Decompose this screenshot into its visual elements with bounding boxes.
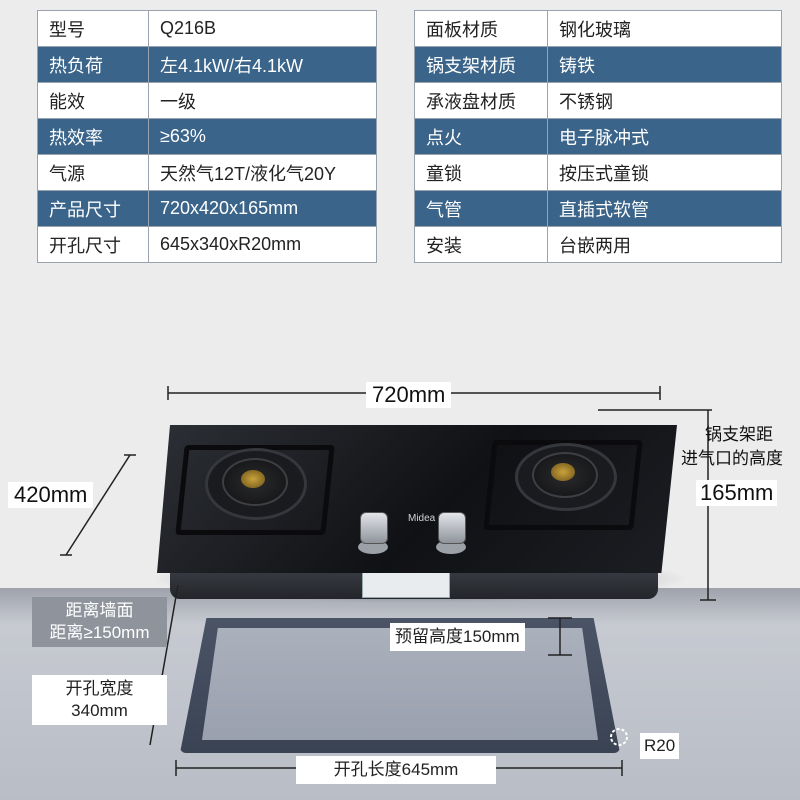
- spec-row: 气管直插式软管: [414, 190, 782, 227]
- cut-width-box: 开孔宽度 340mm: [32, 675, 167, 725]
- left-burner-cap: [241, 470, 265, 488]
- wall-distance-line2: 距离≥150mm: [49, 623, 150, 642]
- spec-value: 一级: [148, 82, 377, 119]
- spec-key: 气管: [414, 190, 548, 227]
- spec-value: 左4.1kW/右4.1kW: [148, 46, 377, 83]
- height-caption-line2: 进气口的高度: [681, 449, 783, 468]
- spec-row: 热效率≥63%: [37, 118, 377, 155]
- spec-key: 开孔尺寸: [37, 226, 149, 263]
- radius-label: R20: [640, 733, 680, 759]
- spec-value: 直插式软管: [547, 190, 782, 227]
- spec-row: 承液盘材质不锈钢: [414, 82, 782, 119]
- right-burner-head: [532, 452, 598, 498]
- cut-length-label: 开孔长度645mm: [296, 756, 496, 784]
- height-caption-line1: 锅支架距: [705, 425, 773, 444]
- left-knob: [360, 512, 388, 544]
- spec-value: 720x420x165mm: [148, 190, 377, 227]
- spec-row: 气源天然气12T/液化气20Y: [37, 154, 377, 191]
- spec-row: 面板材质钢化玻璃: [414, 10, 782, 47]
- right-knob: [438, 512, 466, 544]
- spec-value: ≥63%: [148, 118, 377, 155]
- left-burner-head: [222, 458, 288, 506]
- reserve-height-label: 预留高度150mm: [390, 623, 525, 651]
- spec-key: 童锁: [414, 154, 548, 191]
- spec-value: 不锈钢: [547, 82, 782, 119]
- right-burner-cap: [551, 463, 575, 481]
- cut-width-line2: 340mm: [71, 701, 128, 720]
- spec-value: 铸铁: [547, 46, 782, 83]
- spec-row: 童锁按压式童锁: [414, 154, 782, 191]
- cut-width-line1: 开孔宽度: [65, 679, 134, 698]
- spec-row: 能效一级: [37, 82, 377, 119]
- depth-label: 420mm: [8, 482, 94, 508]
- spec-key: 点火: [414, 118, 548, 155]
- spec-table-right: 面板材质钢化玻璃锅支架材质铸铁承液盘材质不锈钢点火电子脉冲式童锁按压式童锁气管直…: [414, 10, 782, 263]
- spec-row: 点火电子脉冲式: [414, 118, 782, 155]
- spec-key: 热负荷: [37, 46, 149, 83]
- spec-row: 锅支架材质铸铁: [414, 46, 782, 83]
- width-label: 720mm: [366, 382, 452, 408]
- spec-row: 热负荷左4.1kW/右4.1kW: [37, 46, 377, 83]
- spec-key: 产品尺寸: [37, 190, 149, 227]
- wall-distance-line1: 距离墙面: [65, 601, 134, 620]
- spec-row: 安装台嵌两用: [414, 226, 782, 263]
- wall-distance-box: 距离墙面 距离≥150mm: [32, 597, 167, 647]
- spec-value: 台嵌两用: [547, 226, 782, 263]
- spec-key: 热效率: [37, 118, 149, 155]
- spec-value: 电子脉冲式: [547, 118, 782, 155]
- spec-value: 645x340xR20mm: [148, 226, 377, 263]
- spec-key: 安装: [414, 226, 548, 263]
- spec-key: 气源: [37, 154, 149, 191]
- spec-key: 能效: [37, 82, 149, 119]
- spec-value: Q216B: [148, 10, 377, 47]
- height-label: 165mm: [696, 480, 778, 506]
- spec-value: 按压式童锁: [547, 154, 782, 191]
- spec-key: 型号: [37, 10, 149, 47]
- spec-value: 钢化玻璃: [547, 10, 782, 47]
- brand-logo: Midea: [408, 513, 436, 524]
- spec-value: 天然气12T/液化气20Y: [148, 154, 377, 191]
